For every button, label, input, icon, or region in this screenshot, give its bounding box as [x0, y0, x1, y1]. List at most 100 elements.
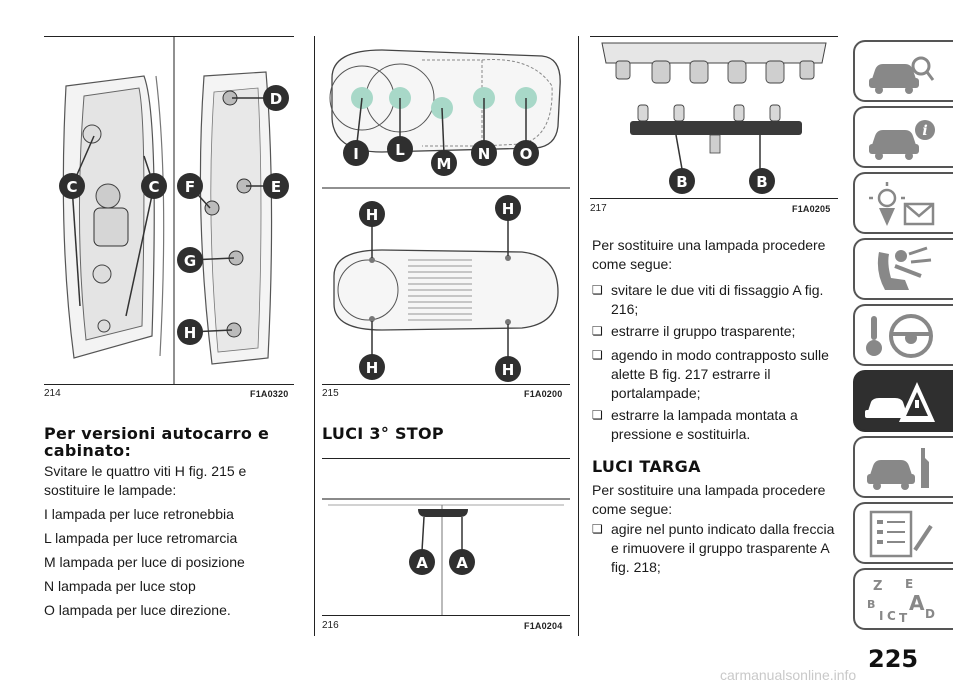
svg-text:L: L [395, 141, 405, 159]
tab-car-info[interactable]: i [853, 106, 953, 168]
figure-214: C C D E F G H [44, 36, 296, 384]
svg-text:D: D [925, 607, 935, 621]
svg-text:I: I [353, 145, 359, 163]
car-search-icon [869, 56, 935, 94]
tab-steering-key[interactable] [853, 304, 953, 366]
specifications-icon [869, 510, 933, 558]
section-heading: LUCI 3° STOP [322, 424, 444, 443]
tab-airbag-seat[interactable] [853, 238, 953, 300]
svg-text:C: C [66, 178, 77, 196]
svg-text:F: F [185, 178, 195, 196]
callout-c-right: C [141, 173, 167, 199]
airbag-seat-icon [877, 246, 932, 290]
figure-number: 216 [322, 620, 339, 631]
svg-text:C: C [148, 178, 159, 196]
svg-text:B: B [867, 598, 875, 611]
svg-text:H: H [184, 324, 197, 342]
page-number: 225 [868, 645, 919, 673]
lamp-list-item: O lampada per luce direzione. [44, 602, 231, 618]
tab-car-maintenance[interactable] [853, 436, 953, 498]
intro-paragraph: Per sostituire una lampada procedere com… [592, 237, 826, 272]
intro-paragraph: Svitare le quattro viti H fig. 215 e sos… [44, 463, 247, 498]
step-bullet: agire nel punto indicato dalla freccia e… [592, 520, 841, 577]
alphabetical-index-icon: Z E B A I C T D [867, 577, 935, 624]
lamp-list-item: I lampada per luce retronebbia [44, 506, 234, 522]
rear-light-cluster-illustration: I L M N O H H H H [322, 49, 570, 382]
svg-text:M: M [437, 155, 452, 173]
figure-code: F1A0205 [792, 204, 831, 214]
column-divider [314, 36, 315, 636]
top-rule [590, 36, 838, 37]
callout-h: H [177, 319, 203, 345]
callout-h-top-left: H [359, 201, 385, 227]
callout-l: L [387, 136, 413, 162]
figure-number: 215 [322, 388, 339, 399]
figure-215: I L M N O H H H H [322, 36, 570, 384]
svg-text:O: O [520, 145, 533, 163]
callout-o: O [513, 140, 539, 166]
lamp-holder-clips-illustration: B B [601, 42, 827, 194]
taillight-rear-view-illustration: C C D E F G H [59, 36, 289, 384]
figure-216: A A [322, 459, 570, 615]
callout-h-bottom-left: H [359, 354, 385, 380]
svg-text:i: i [922, 123, 927, 139]
svg-text:Z: Z [873, 579, 882, 594]
callout-a-left: A [409, 549, 435, 575]
svg-text:N: N [478, 145, 491, 163]
warning-lights-icon [869, 182, 935, 226]
column-divider [578, 36, 579, 636]
step-bullet: svitare le due viti di fissaggio A fig. … [592, 281, 839, 319]
tab-car-search[interactable] [853, 40, 953, 102]
figure-number: 214 [44, 388, 61, 399]
callout-e: E [263, 173, 289, 199]
third-stop-light-illustration: A A [322, 498, 570, 615]
tab-emergency[interactable] [853, 370, 953, 432]
svg-text:C: C [887, 609, 896, 623]
caption-rule [322, 615, 570, 616]
lamp-list-item: M lampada per luce di posizione [44, 554, 245, 570]
svg-text:H: H [502, 200, 515, 218]
lamp-list-item: N lampada per luce stop [44, 578, 196, 594]
tab-specifications[interactable] [853, 502, 953, 564]
svg-text:H: H [366, 206, 379, 224]
step-bullet: estrarre il gruppo trasparente; [592, 322, 839, 341]
section-heading: Per versioni autocarro e cabinato: [44, 424, 270, 460]
svg-text:A: A [456, 554, 468, 572]
callout-a-right: A [449, 549, 475, 575]
callout-g: G [177, 247, 203, 273]
figure-top-rule [322, 458, 570, 459]
top-rule [44, 36, 294, 37]
callout-b-left: B [669, 168, 695, 194]
emergency-triangle-icon [865, 382, 935, 422]
car-maintenance-icon [867, 448, 929, 490]
figure-217: B B [590, 37, 838, 197]
caption-rule [44, 384, 294, 385]
figure-code: F1A0204 [524, 621, 563, 631]
lamp-list-item: L lampada per luce retromarcia [44, 530, 238, 546]
svg-text:H: H [502, 361, 515, 379]
svg-text:B: B [756, 173, 767, 191]
caption-rule [322, 384, 570, 385]
callout-h-bottom-right: H [495, 356, 521, 382]
svg-text:T: T [899, 611, 908, 624]
caption-rule [590, 198, 838, 199]
callout-i: I [343, 140, 369, 166]
callout-h-top-right: H [495, 195, 521, 221]
figure-code: F1A0200 [524, 389, 563, 399]
callout-n: N [471, 140, 497, 166]
svg-text:A: A [909, 591, 925, 615]
svg-text:G: G [184, 252, 196, 270]
svg-text:E: E [271, 178, 281, 196]
callout-f: F [177, 173, 203, 199]
figure-code: F1A0320 [250, 389, 289, 399]
svg-text:I: I [879, 609, 883, 623]
svg-text:H: H [366, 359, 379, 377]
callout-d: D [263, 85, 289, 111]
svg-text:D: D [270, 90, 282, 108]
tab-alphabetical-index[interactable]: Z E B A I C T D [853, 568, 953, 630]
callout-b-right: B [749, 168, 775, 194]
car-info-icon: i [869, 120, 935, 160]
tab-warning-lights[interactable] [853, 172, 953, 234]
callout-m: M [431, 150, 457, 176]
svg-text:B: B [676, 173, 687, 191]
